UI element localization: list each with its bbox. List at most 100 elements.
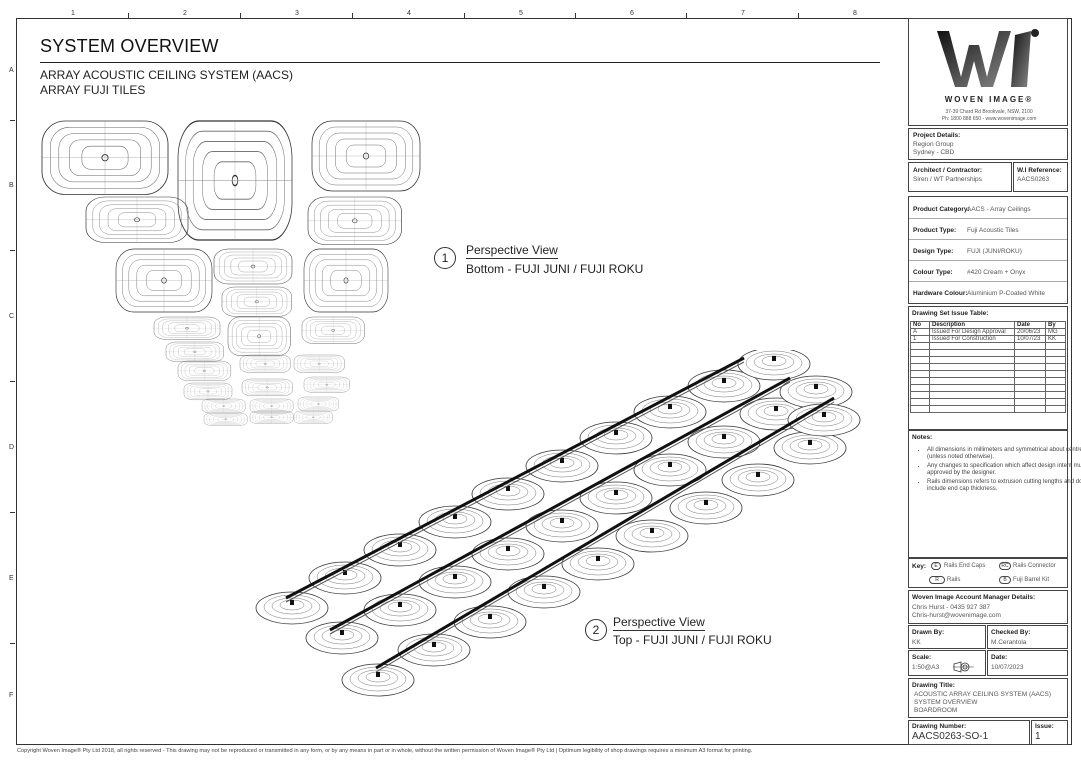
scale-panel: Scale: 1:50@A3 — [908, 650, 986, 676]
table-row — [910, 377, 1066, 385]
key-symbol-end-caps: E — [931, 562, 941, 570]
table-row: 1 Issued For Construction 10/07/23 KK — [910, 335, 1066, 343]
table-row: A Issued For Design Approval 20/06/23 MG — [910, 328, 1066, 336]
key-symbol-rails: R — [929, 576, 945, 584]
grid-tick — [240, 13, 241, 18]
issue-table-header: No Description Date By — [910, 321, 1066, 329]
wi-reference-label: W.I Reference: — [1017, 167, 1062, 174]
note-item: All dimensions in millimeters and symmet… — [927, 447, 1081, 461]
table-row — [910, 384, 1066, 392]
table-row — [910, 349, 1066, 357]
account-manager-email: Chris-hurst@wovenimage.com — [912, 612, 1001, 619]
colour-type-label: Colour Type: — [913, 269, 953, 276]
issue-panel: Issue: 1 — [1031, 720, 1068, 745]
issue-label: Issue: — [1035, 723, 1054, 730]
view-number-badge: 2 — [585, 619, 607, 641]
product-type-value: Fuji Acoustic Tiles — [967, 227, 1019, 234]
table-row — [910, 356, 1066, 364]
row-marker: E — [9, 575, 14, 582]
account-manager-label: Woven Image Account Manager Details: — [912, 594, 1036, 601]
drawing-title-line: SYSTEM OVERVIEW — [914, 699, 978, 706]
table-row — [910, 391, 1066, 399]
drawn-by-label: Drawn By: — [912, 629, 945, 636]
divider — [909, 239, 1067, 240]
perspective-view-top-drawing — [255, 350, 861, 697]
row-marker: B — [9, 182, 14, 189]
checked-by-label: Checked By: — [991, 629, 1031, 636]
drawing-title-label: Drawing Title: — [912, 682, 955, 689]
issue-table-panel: Drawing Set Issue Table: No Description … — [908, 306, 1068, 430]
view-number-badge: 1 — [434, 247, 456, 269]
project-location: Sydney - CBD — [913, 149, 955, 156]
projection-symbol-icon — [953, 661, 974, 673]
row-marker: D — [9, 444, 15, 451]
hardware-colour-value: Aluminium P-Coated White — [967, 290, 1046, 297]
project-details-label: Project Details: — [913, 132, 961, 139]
account-manager-panel: Woven Image Account Manager Details: Chr… — [908, 590, 1068, 624]
checked-by-value: M.Cerantola — [991, 639, 1027, 646]
column-header: No — [910, 321, 930, 329]
drawing-number-label: Drawing Number: — [912, 723, 967, 730]
row-marker: A — [9, 67, 14, 74]
grid-tick — [10, 643, 15, 644]
drawing-number-panel: Drawing Number: AACS0263-SO-1 — [908, 720, 1030, 745]
notes-panel: Notes: All dimensions in millimeters and… — [908, 430, 1081, 558]
copyright-notice: Copyright Woven Image® Pty Ltd 2018, all… — [17, 748, 753, 754]
drawn-by-value: KK — [912, 639, 921, 646]
product-category-label: Product Category: — [913, 206, 970, 213]
view-subtitle: Bottom - FUJI JUNI / FUJI ROKU — [466, 262, 644, 276]
design-type-value: FUJI (JUNI/ROKU) — [967, 248, 1022, 255]
issue-no: A — [910, 328, 930, 336]
note-item: Any changes to specification which affec… — [927, 463, 1081, 477]
divider — [909, 218, 1067, 219]
view-name: Perspective View — [466, 243, 558, 259]
grid-tick — [575, 13, 576, 18]
key-item-label: Rails End Caps — [944, 563, 986, 569]
architect-value: Siren / WT Partnerships — [913, 176, 982, 183]
divider — [909, 281, 1067, 282]
issue-by: MG — [1045, 328, 1066, 336]
account-manager-phone: Chris Hurst - 0435 927 387 — [912, 604, 991, 611]
wi-reference-panel: W.I Reference: AACS0263 — [1013, 162, 1068, 192]
column-marker: 8 — [853, 10, 857, 17]
issue-no: 1 — [910, 335, 930, 343]
key-item-label: Rails Connector — [1013, 563, 1056, 569]
drawing-number-value: AACS0263-SO-1 — [912, 731, 989, 742]
grid-tick — [686, 13, 687, 18]
column-marker: 6 — [630, 10, 634, 17]
key-symbol-connector: RC — [999, 562, 1011, 570]
drawing-subtitle: ARRAY ACOUSTIC CEILING SYSTEM (AACS) — [40, 68, 293, 82]
view-name: Perspective View — [613, 615, 705, 631]
project-client: Region Group — [913, 141, 954, 148]
design-type-label: Design Type: — [913, 248, 954, 255]
architect-label: Architect / Contractor: — [913, 167, 982, 174]
key-label: Key: — [912, 563, 927, 570]
grid-tick — [352, 13, 353, 18]
table-row — [910, 405, 1066, 413]
notes-list: All dimensions in millimeters and symmet… — [887, 447, 1081, 495]
key-panel: Key: E Rails End Caps RC Rails Connector… — [908, 558, 1068, 588]
issue-by: KK — [1045, 335, 1066, 343]
grid-tick — [10, 250, 15, 251]
drawing-title-line: ACOUSTIC ARRAY CEILING SYSTEM (AACS) — [914, 691, 1052, 698]
checked-by-panel: Checked By: M.Cerantola — [987, 625, 1068, 649]
grid-tick — [464, 13, 465, 18]
issue-date: 20/06/23 — [1014, 328, 1046, 336]
company-contact: Ph: 1800 888 650 - www.wovenimage.com — [941, 116, 1037, 122]
date-label: Date: — [991, 654, 1008, 661]
company-address: 37-39 Chard Rd Brookvale, NSW, 2100 — [945, 109, 1033, 115]
table-row — [910, 370, 1066, 378]
table-row — [910, 398, 1066, 406]
issue-value: 1 — [1035, 731, 1041, 742]
product-category-value: AACS - Array Ceilings — [967, 206, 1031, 213]
grid-tick — [10, 120, 15, 121]
issue-description: Issued For Construction — [929, 335, 1015, 343]
column-header: By — [1045, 321, 1066, 329]
product-spec-panel: Product Category: AACS - Array Ceilings … — [908, 196, 1068, 304]
column-marker: 2 — [183, 10, 187, 17]
logo-panel: WOVEN IMAGE® 37-39 Chard Rd Brookvale, N… — [908, 18, 1068, 126]
column-header: Description — [929, 321, 1015, 329]
product-type-label: Product Type: — [913, 227, 957, 234]
architect-panel: Architect / Contractor: Siren / WT Partn… — [908, 162, 1012, 192]
grid-tick — [128, 13, 129, 18]
